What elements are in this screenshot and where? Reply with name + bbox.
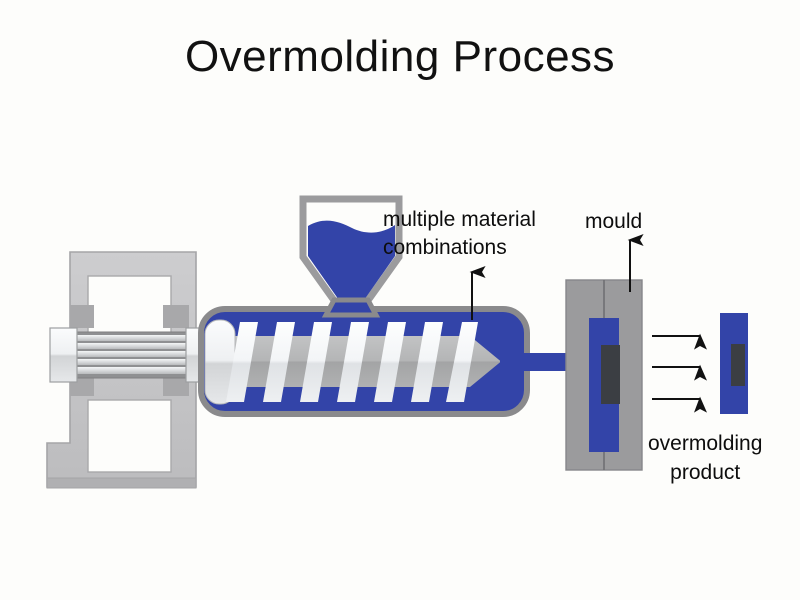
label-product-line2: product (670, 461, 741, 485)
ejection-arrows (652, 333, 707, 413)
clamping-cylinder (49, 327, 215, 383)
label-material-line1: multiple material (383, 208, 536, 231)
label-mould: mould (585, 210, 643, 233)
page-title: Overmolding Process (184, 32, 616, 81)
barrel (198, 297, 530, 417)
product (720, 313, 748, 414)
molded-part (589, 318, 620, 452)
label-multiple-material-combinations: multiple material combinations (383, 206, 536, 261)
label-material-line2: combinations (383, 235, 507, 259)
mould (565, 279, 643, 471)
label-product-line1: overmolding (648, 432, 763, 455)
label-overmolding-product: overmolding product (648, 429, 762, 488)
screw (204, 319, 501, 405)
nozzle (500, 353, 575, 371)
